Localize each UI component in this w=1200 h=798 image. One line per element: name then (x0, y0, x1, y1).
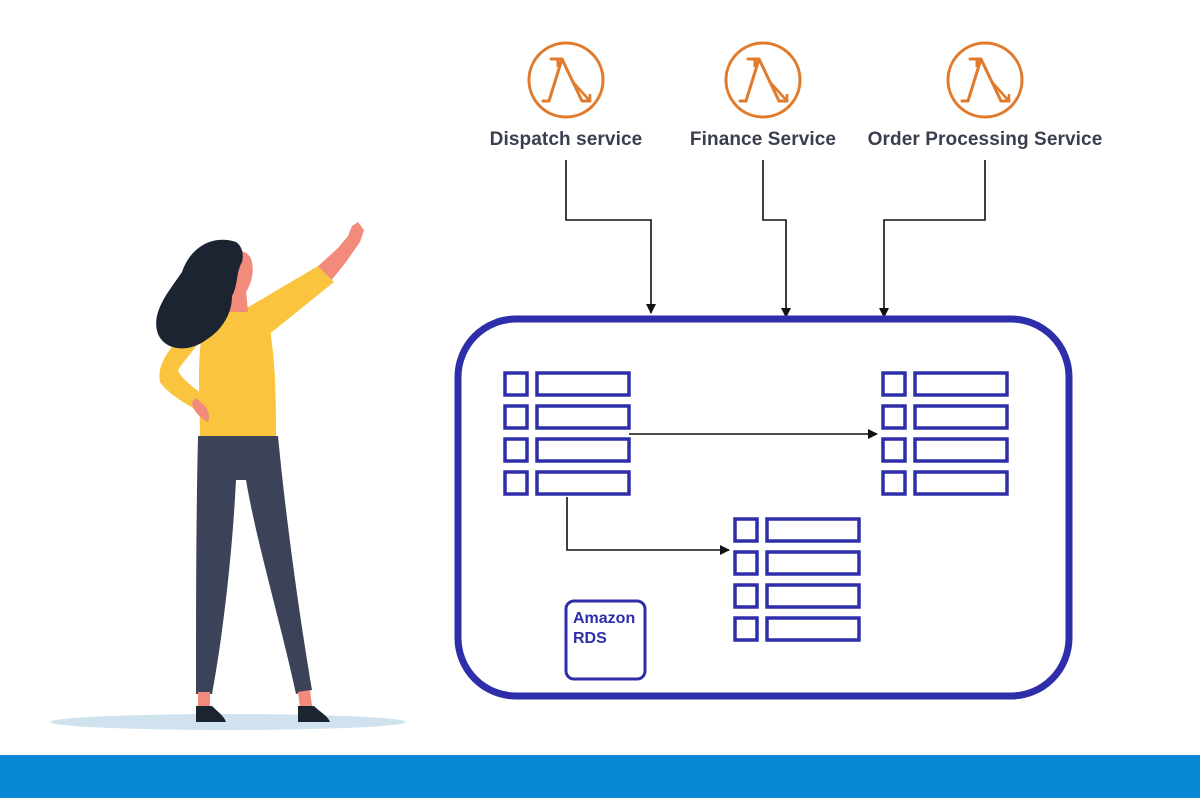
arrow-finance-to-db (762, 160, 791, 318)
database-container (454, 315, 1073, 700)
lambda-icon-dispatch (527, 41, 605, 119)
lambda-icon-order-processing (946, 41, 1024, 119)
amazon-rds-badge: Amazon RDS (564, 599, 647, 681)
person-illustration (50, 222, 406, 730)
floor-shadow (50, 714, 406, 730)
bottom-banner-bar (0, 755, 1200, 798)
service-label-dispatch: Dispatch service (489, 129, 643, 150)
lambda-icon-finance (724, 41, 802, 119)
rds-badge-line2: RDS (573, 630, 607, 647)
service-label-order-processing: Order Processing Service (867, 129, 1103, 150)
arrow-dispatch-to-db (565, 160, 656, 314)
service-label-finance: Finance Service (689, 129, 837, 150)
arrow-order-to-db (879, 160, 986, 318)
relation-left-to-bottom (566, 497, 730, 555)
rds-badge-line1: Amazon (573, 610, 635, 627)
